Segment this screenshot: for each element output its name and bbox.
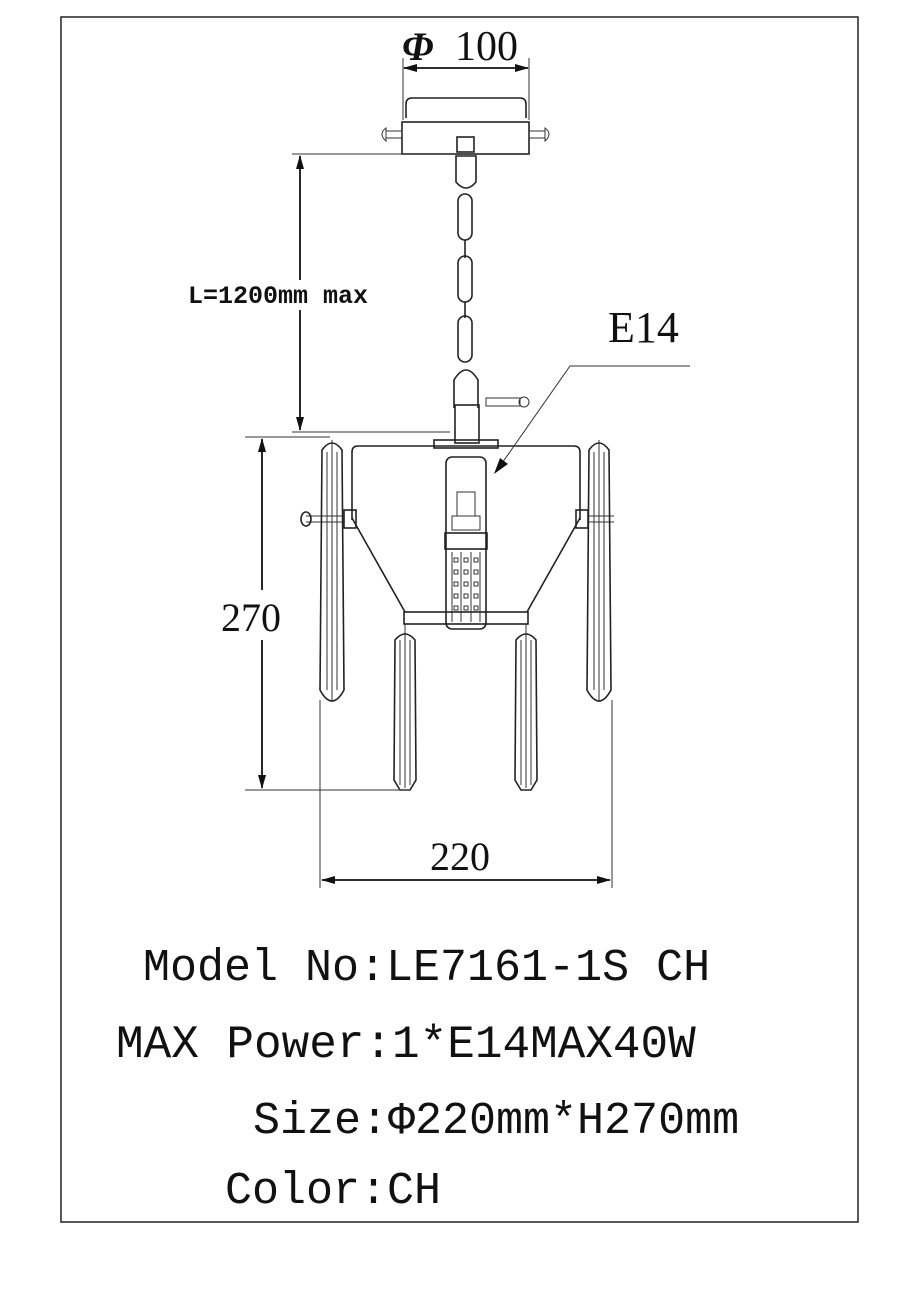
size-spec: Size:Φ220mm*H270mm (253, 1096, 739, 1147)
width-label: 220 (430, 834, 490, 879)
height-dimension: 270 (221, 436, 410, 791)
model-number: Model No:LE7161-1S CH (143, 943, 710, 994)
crystal-right-large (586, 440, 612, 702)
lamp-frame (300, 439, 614, 625)
chain-length-dimension: L=1200mm max (188, 153, 456, 433)
ceiling-canopy (381, 97, 550, 189)
chain-length-label: L=1200mm max (188, 282, 368, 311)
screw-right (528, 126, 550, 143)
crystal-left-large (319, 440, 345, 702)
canopy-diameter-label: 100 (455, 24, 518, 70)
width-dimension: 220 (319, 700, 613, 888)
drawing-border (60, 16, 859, 1223)
crystal-right-small (514, 624, 538, 791)
chain (453, 193, 530, 444)
e14-label: E14 (608, 303, 679, 352)
crystal-left-small (393, 624, 417, 791)
height-label: 270 (221, 595, 281, 640)
diameter-symbol: Φ (402, 24, 434, 69)
canopy-diameter-dimension: Φ 100 (402, 24, 530, 120)
screw-left (381, 126, 403, 143)
e14-socket-bulb (444, 456, 488, 630)
color-spec: Color:CH (225, 1166, 441, 1217)
e14-callout: E14 (494, 303, 690, 474)
max-power: MAX Power:1*E14MAX40W (116, 1019, 696, 1071)
